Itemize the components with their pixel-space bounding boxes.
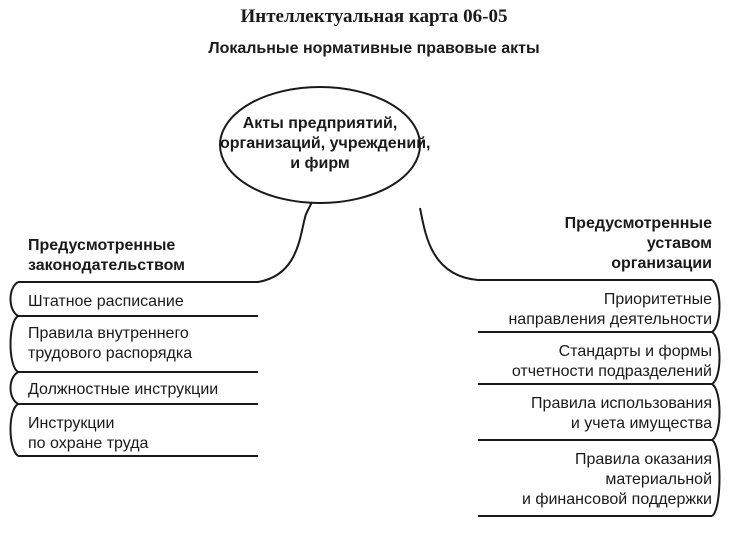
center-node-line: Акты предприятий, [242,115,398,132]
right-item-line: отчетности подразделений [511,363,712,380]
right-item-line: и финансовой поддержки [521,491,712,508]
right-item-priorities: Приоритетные направления деятельности [470,290,712,330]
left-item-line: по охране труда [28,435,149,452]
right-item-support-rules: Правила оказания материальной и финансов… [470,450,712,510]
left-item-job-instructions: Должностные инструкции [28,380,218,400]
left-item-line: Штатное расписание [28,293,184,310]
left-item-line: Инструкции [28,415,115,432]
right-heading-line: Предусмотренные [564,215,712,232]
right-bracket-line [710,279,721,517]
center-node-line: организаций, учреждений, [220,135,431,152]
right-item-line: материальной [605,471,712,488]
right-item-reporting-standards: Стандарты и формы отчетности подразделен… [470,342,712,382]
left-item-internal-rules: Правила внутреннего трудового распорядка [28,324,192,364]
right-heading-line: организации [611,255,712,272]
right-item-line: Приоритетные [603,291,712,308]
page-title: Локальные нормативные правовые акты [208,40,540,57]
right-item-line: Правила использования [531,395,712,412]
right-connector-line [419,207,712,281]
left-connector-line [18,201,313,283]
left-heading-line: законодательством [28,257,185,274]
left-branch-heading: Предусмотренные законодательством [28,236,185,276]
left-item-safety-instructions: Инструкции по охране труда [28,414,148,454]
right-branch-heading: Предусмотренные уставом организации [478,214,712,274]
left-bracket-line [9,281,20,457]
right-item-property-rules: Правила использования и учета имущества [470,394,712,434]
left-item-staff-schedule: Штатное расписание [28,292,184,312]
center-node-line: и фирм [290,155,350,172]
right-heading-line: уставом [646,235,712,252]
right-item-line: направления деятельности [508,311,712,328]
right-item-line: Стандарты и формы [558,343,712,360]
right-item-line: Правила оказания [574,451,712,468]
center-node-label: Акты предприятий, организаций, учреждени… [220,114,431,174]
left-heading-line: Предусмотренные [28,237,176,254]
left-item-line: трудового распорядка [28,345,193,362]
map-title: Интеллектуальная карта 06-05 [240,6,508,27]
left-item-line: Правила внутреннего [28,325,189,342]
left-item-line: Должностные инструкции [28,381,219,398]
center-node-ellipse [219,86,421,204]
right-item-line: и учета имущества [570,415,712,432]
